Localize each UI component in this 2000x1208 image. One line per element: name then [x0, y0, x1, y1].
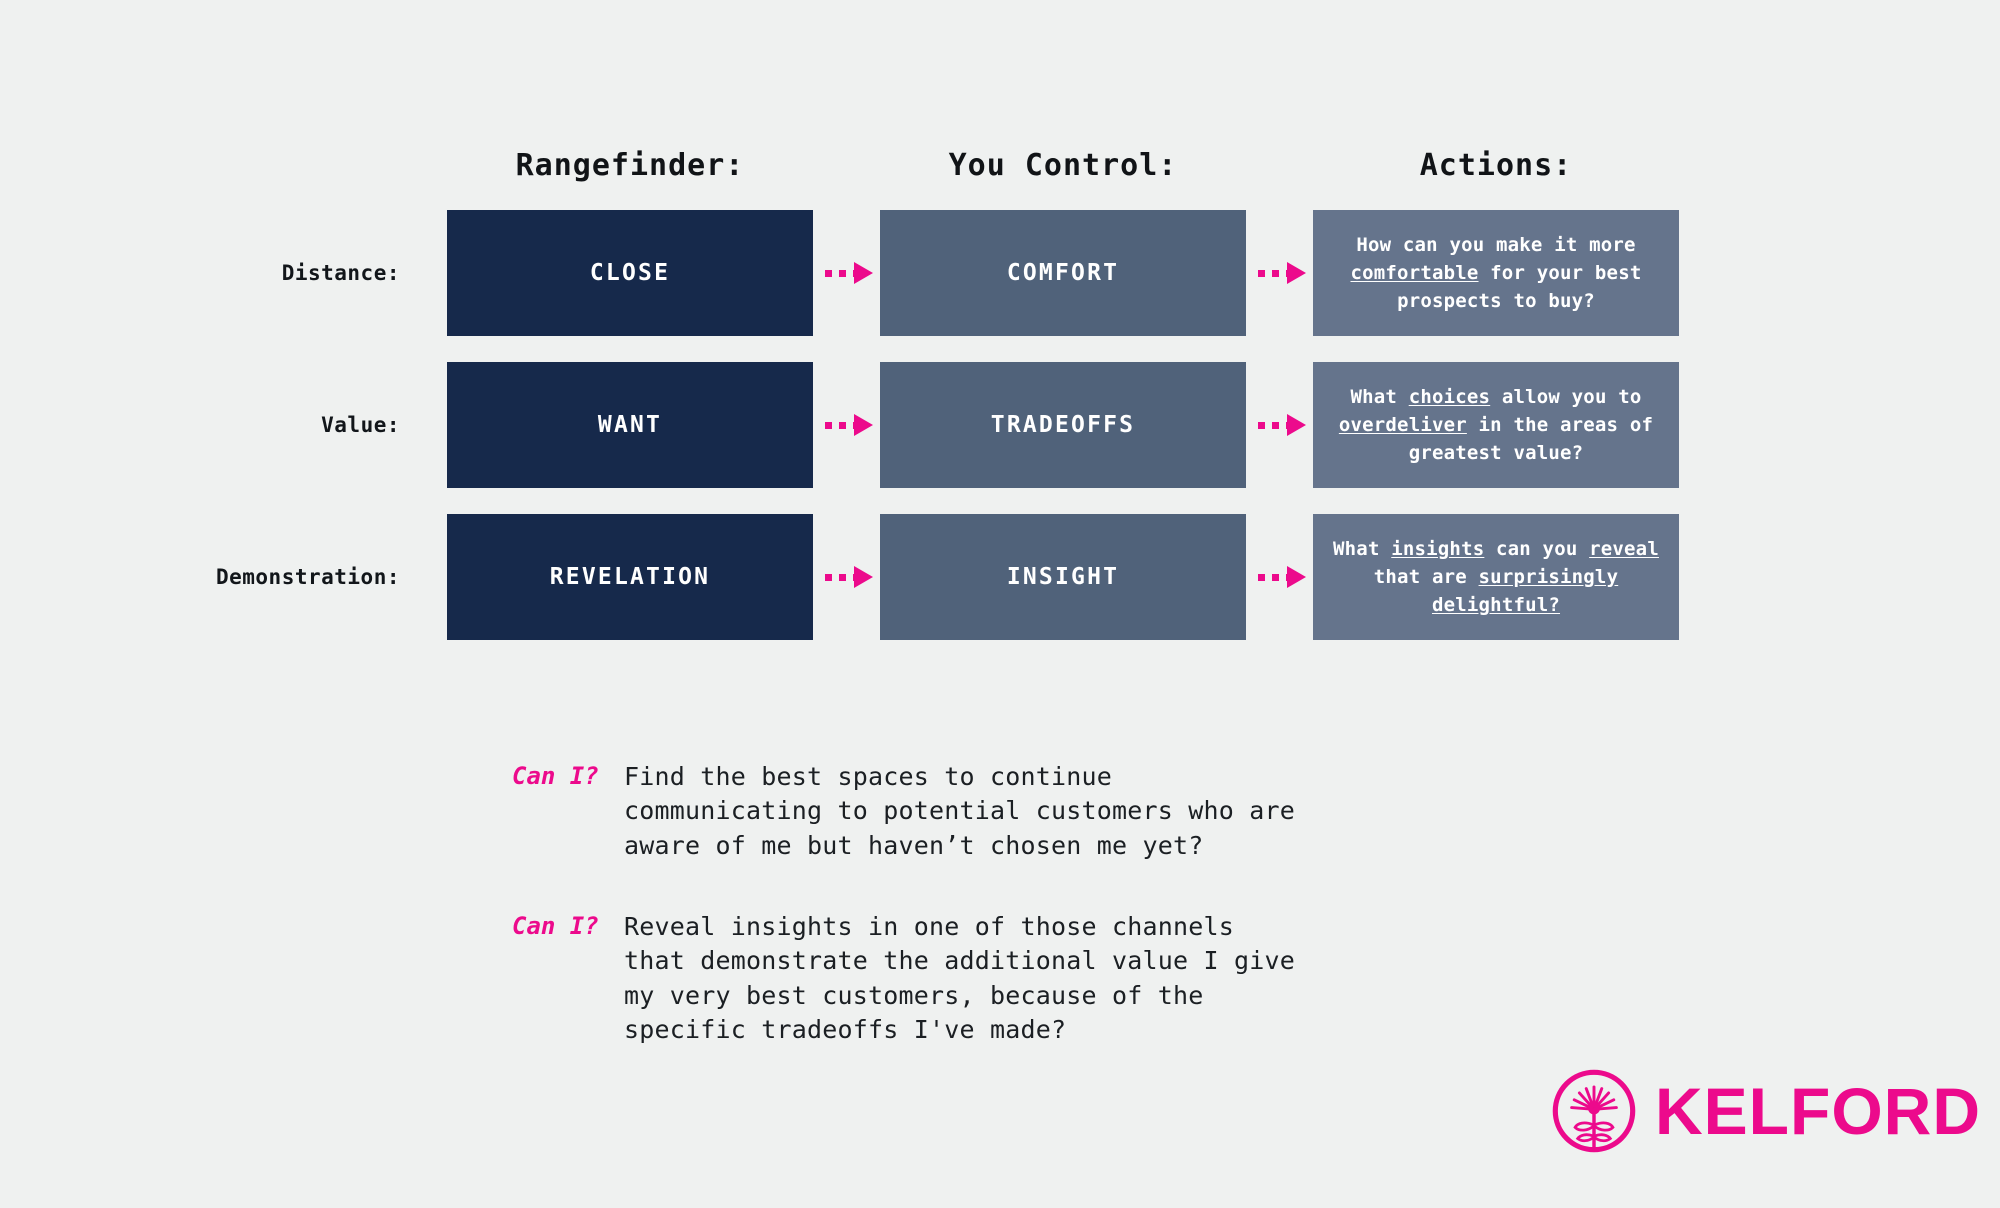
- action-text: How can you make it more comfortable for…: [1350, 233, 1642, 313]
- rangefinder-cell-revelation[interactable]: REVELATION: [447, 514, 813, 640]
- arrowhead-icon: [1287, 414, 1306, 436]
- control-term: COMFORT: [1006, 260, 1120, 286]
- control-cell-tradeoffs[interactable]: TRADEOFFS: [880, 362, 1246, 488]
- arrowhead-icon: [854, 414, 873, 436]
- arrowhead-icon: [1287, 566, 1306, 588]
- can-i-block-2: Can I? Reveal insights in one of those c…: [512, 910, 1295, 1047]
- row-label-demonstration: Demonstration:: [215, 565, 400, 589]
- action-text: What choices allow you to overdeliver in…: [1338, 385, 1654, 465]
- control-cell-comfort[interactable]: COMFORT: [880, 210, 1246, 336]
- action-cell-value[interactable]: What choices allow you to overdeliver in…: [1313, 362, 1679, 488]
- rangefinder-matrix: Rangefinder: You Control: Actions: Dista…: [0, 148, 2000, 640]
- dotted-line: [1258, 269, 1288, 277]
- row-label-value: Value:: [321, 413, 400, 437]
- arrow-rangefinder-to-control-3: [825, 566, 873, 588]
- can-i-body: Reveal insights in one of those channels…: [624, 912, 1296, 1044]
- control-term: TRADEOFFS: [990, 412, 1136, 438]
- matrix-row-distance: Distance: CLOSE COMFORT How can you make…: [0, 210, 2000, 336]
- kelford-logo: KELFORD: [1551, 1068, 1981, 1154]
- column-header-rangefinder: Rangefinder:: [515, 148, 745, 183]
- action-cell-demonstration[interactable]: What insights can you reveal that are su…: [1313, 514, 1679, 640]
- arrowhead-icon: [854, 566, 873, 588]
- can-i-block-1: Can I? Find the best spaces to continue …: [512, 760, 1295, 863]
- control-cell-insight[interactable]: INSIGHT: [880, 514, 1246, 640]
- arrowhead-icon: [1287, 262, 1306, 284]
- action-text: What insights can you reveal that are su…: [1333, 537, 1659, 617]
- rangefinder-term: REVELATION: [549, 564, 711, 590]
- dotted-line: [825, 421, 855, 429]
- row-label-distance: Distance:: [281, 261, 400, 285]
- rangefinder-term: CLOSE: [589, 260, 671, 286]
- matrix-row-demonstration: Demonstration: REVELATION INSIGHT What i…: [0, 514, 2000, 640]
- can-i-body: Find the best spaces to continue communi…: [624, 762, 1296, 860]
- dotted-line: [825, 269, 855, 277]
- rangefinder-cell-want[interactable]: WANT: [447, 362, 813, 488]
- action-cell-distance[interactable]: How can you make it more comfortable for…: [1313, 210, 1679, 336]
- arrow-control-to-action-1: [1258, 262, 1306, 284]
- rangefinder-cell-close[interactable]: CLOSE: [447, 210, 813, 336]
- flower-in-circle-icon: [1551, 1068, 1637, 1154]
- arrow-control-to-action-2: [1258, 414, 1306, 436]
- rangefinder-term: WANT: [597, 412, 663, 438]
- can-i-tag: Can I?: [512, 762, 599, 790]
- dotted-line: [825, 573, 855, 581]
- control-term: INSIGHT: [1006, 564, 1120, 590]
- arrow-control-to-action-3: [1258, 566, 1306, 588]
- kelford-wordmark: KELFORD: [1655, 1074, 1981, 1148]
- arrow-rangefinder-to-control-1: [825, 262, 873, 284]
- column-header-you-control: You Control:: [948, 148, 1178, 183]
- arrowhead-icon: [854, 262, 873, 284]
- matrix-column-headers: Rangefinder: You Control: Actions:: [0, 148, 2000, 210]
- column-header-actions: Actions:: [1419, 148, 1573, 183]
- dotted-line: [1258, 573, 1288, 581]
- matrix-row-value: Value: WANT TRADEOFFS What choices allow…: [0, 362, 2000, 488]
- dotted-line: [1258, 421, 1288, 429]
- can-i-tag: Can I?: [512, 912, 599, 940]
- arrow-rangefinder-to-control-2: [825, 414, 873, 436]
